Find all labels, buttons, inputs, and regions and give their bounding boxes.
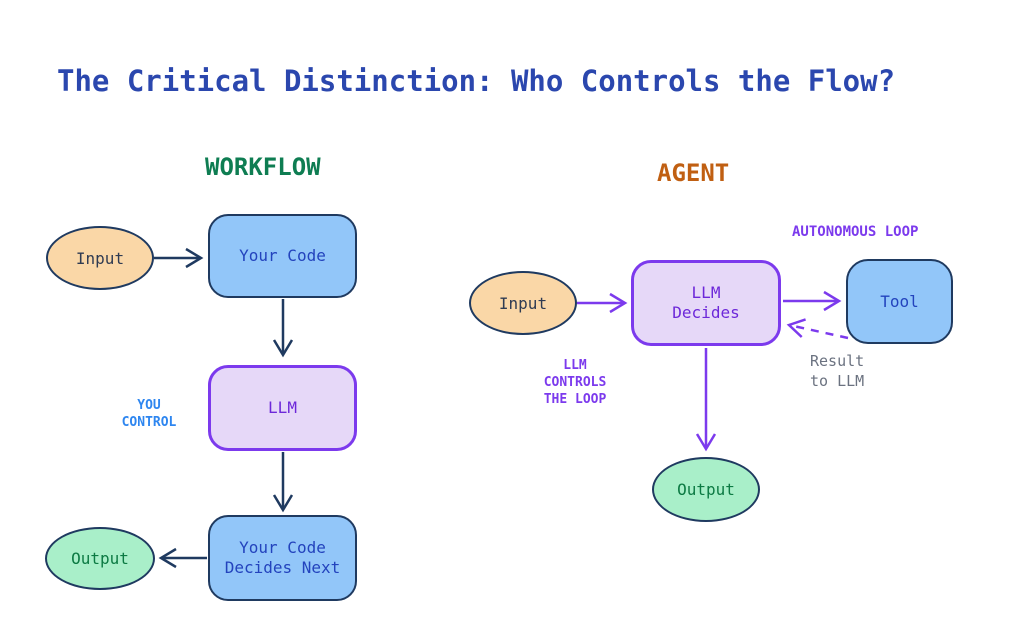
workflow-llm-node: LLM (208, 365, 357, 451)
you-control-line2: CONTROL (121, 415, 177, 430)
agent-output-node: Output (652, 457, 760, 522)
you-control-note: YOU CONTROL (109, 397, 189, 431)
result-note-line1: Result (810, 352, 865, 370)
agent-heading: AGENT (657, 159, 730, 187)
agent-input-label: Input (498, 293, 548, 313)
autonomous-loop-label: AUTONOMOUS LOOP (792, 224, 919, 240)
workflow-heading: WORKFLOW (205, 153, 321, 181)
agent-input-node: Input (469, 271, 577, 335)
workflow-output-node: Output (45, 527, 155, 590)
llm-controls-line3: THE LOOP (543, 392, 607, 407)
llm-controls-line2: CONTROLS (543, 375, 607, 390)
agent-output-label: Output (677, 480, 735, 499)
llm-controls-line1: LLM (563, 358, 587, 373)
workflow-llm-label: LLM (268, 398, 297, 417)
you-control-line1: YOU (137, 398, 161, 413)
agent-tool-label: Tool (880, 291, 919, 311)
workflow-your-code-node: Your Code (208, 214, 357, 298)
workflow-decides-node: Your Code Decides Next (208, 515, 357, 601)
result-to-llm-note: Result to LLM (810, 351, 864, 391)
agent-llm-decides-line2: Decides (672, 303, 740, 322)
result-note-line2: to LLM (810, 372, 865, 390)
agent-llm-decides-line1: LLM (691, 283, 721, 302)
workflow-decides-line1: Your Code (239, 538, 326, 557)
agent-llm-decides-node: LLM Decides (631, 260, 781, 346)
workflow-decides-line2: Decides Next (224, 558, 341, 577)
agent-tool-node: Tool (846, 259, 953, 344)
llm-controls-loop-note: LLM CONTROLS THE LOOP (525, 357, 625, 408)
page-title: The Critical Distinction: Who Controls t… (57, 64, 896, 98)
workflow-output-label: Output (71, 549, 129, 568)
workflow-input-label: Input (75, 248, 125, 268)
workflow-your-code-label: Your Code (239, 246, 326, 265)
workflow-input-node: Input (46, 226, 154, 290)
arrow-tool-result-to-llm (786, 318, 849, 340)
